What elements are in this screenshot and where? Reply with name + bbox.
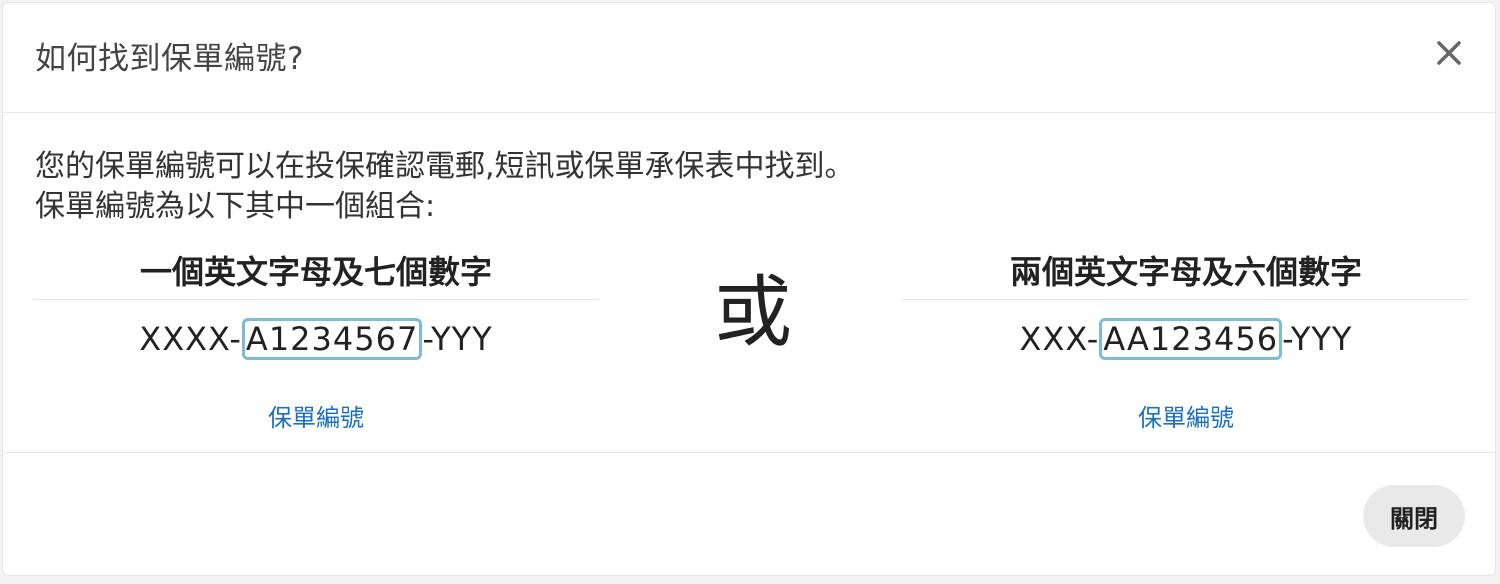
policy-number-link[interactable]: 保單編號 bbox=[268, 404, 364, 432]
format-highlight: AA123456 bbox=[1099, 318, 1283, 360]
description-line: 保單編號為以下其中一個組合: bbox=[35, 189, 436, 224]
dialog-header: 如何找到保單編號? bbox=[3, 3, 1495, 113]
format-one-letter: 一個英文字母及七個數字 XXXX-A1234567-YYY 保單編號 bbox=[33, 253, 599, 433]
format-example: XXXX-A1234567-YYY bbox=[33, 318, 599, 360]
format-prefix: XXXX- bbox=[139, 320, 242, 358]
dialog-footer: 關閉 bbox=[3, 453, 1495, 577]
dialog-body: 您的保單編號可以在投保確認電郵,短訊或保單承保表中找到。 保單編號為以下其中一個… bbox=[3, 113, 1495, 453]
dialog-title: 如何找到保單編號? bbox=[35, 41, 304, 77]
format-two-letters: 兩個英文字母及六個數字 XXX-AA123456-YYY 保單編號 bbox=[903, 253, 1469, 433]
description-line: 您的保單編號可以在投保確認電郵,短訊或保單承保表中找到。 bbox=[35, 149, 855, 184]
format-example: XXX-AA123456-YYY bbox=[903, 318, 1469, 360]
or-separator: 或 bbox=[713, 268, 792, 358]
format-suffix: -YYY bbox=[422, 320, 493, 358]
close-icon[interactable] bbox=[1433, 37, 1465, 69]
format-prefix: XXX- bbox=[1019, 320, 1100, 358]
format-highlight: A1234567 bbox=[241, 318, 423, 360]
dialog-description: 您的保單編號可以在投保確認電郵,短訊或保單承保表中找到。 保單編號為以下其中一個… bbox=[35, 147, 855, 227]
policy-number-link[interactable]: 保單編號 bbox=[1138, 404, 1234, 432]
format-title: 兩個英文字母及六個數字 bbox=[903, 253, 1469, 300]
close-button[interactable]: 關閉 bbox=[1363, 485, 1465, 547]
format-suffix: -YYY bbox=[1282, 320, 1353, 358]
policy-number-dialog: 如何找到保單編號? 您的保單編號可以在投保確認電郵,短訊或保單承保表中找到。 保… bbox=[2, 2, 1496, 576]
format-title: 一個英文字母及七個數字 bbox=[33, 253, 599, 300]
